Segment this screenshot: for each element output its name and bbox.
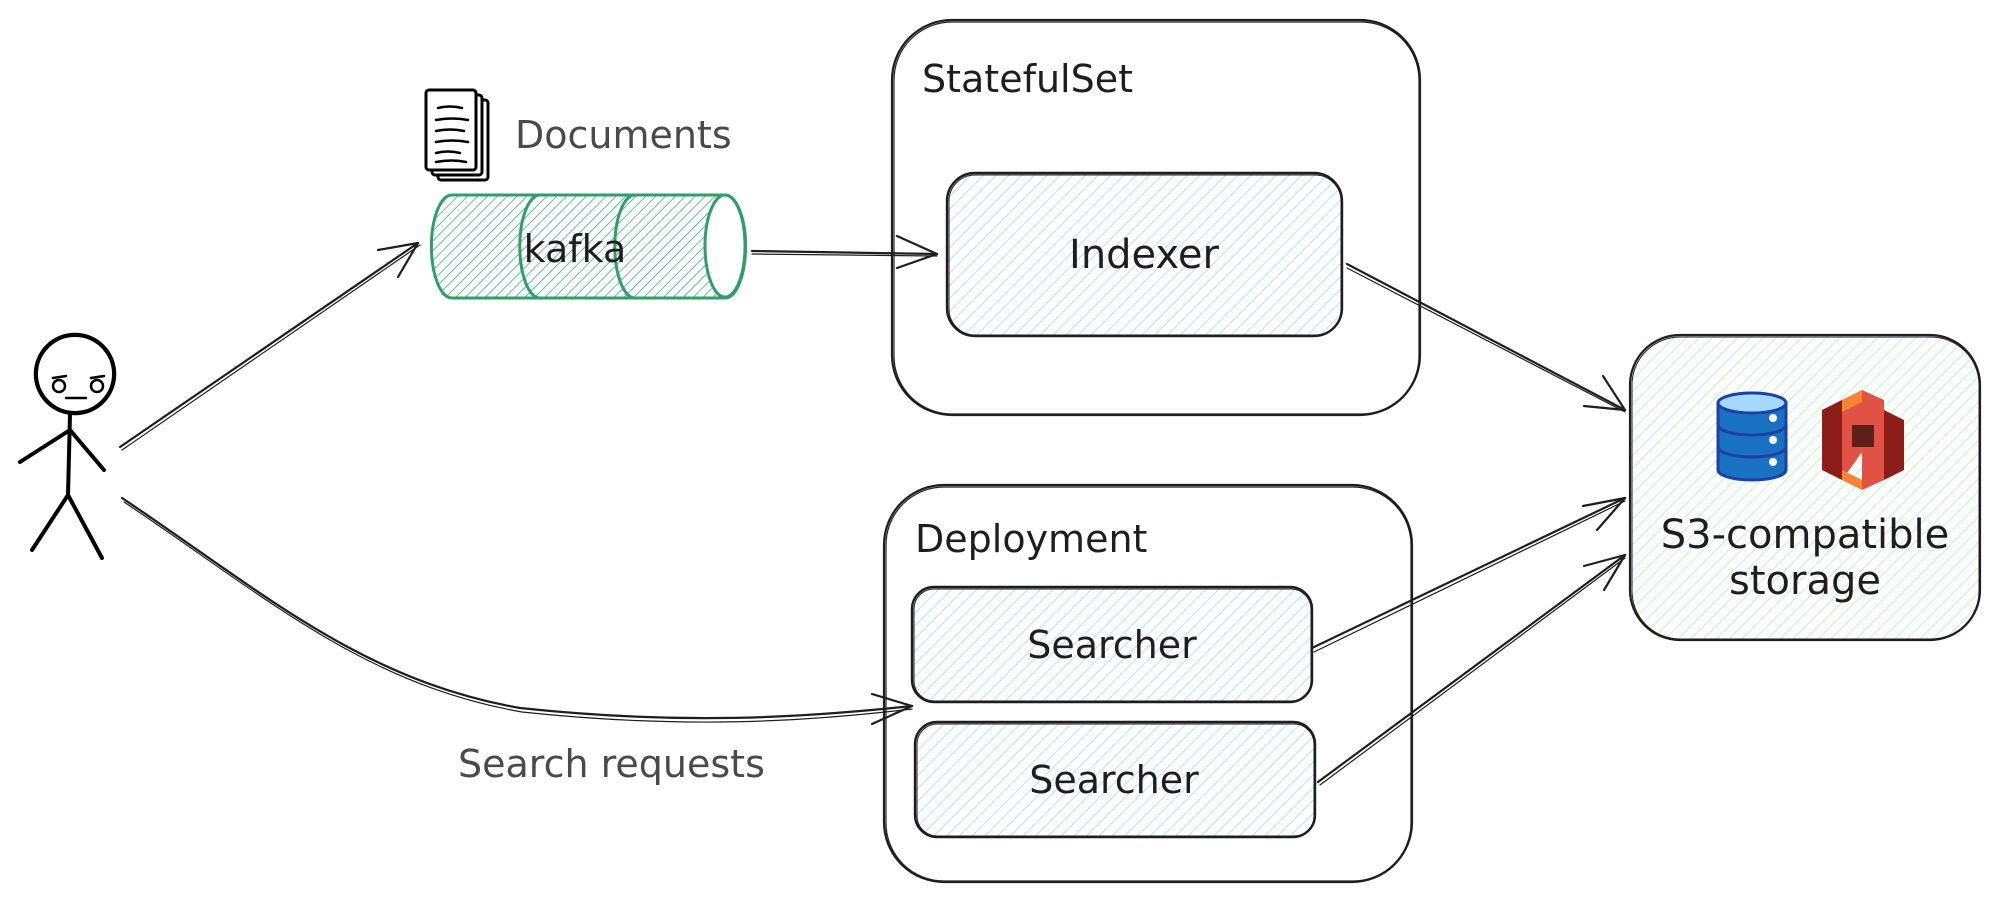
arrow-user-to-searcher [120, 496, 914, 726]
documents-label: Documents [515, 113, 732, 157]
deployment-container [882, 483, 1414, 884]
arrow-searcher2-to-storage [1316, 553, 1627, 786]
user-stick-figure-icon [18, 332, 117, 560]
search-requests-label: Search requests [458, 742, 765, 786]
searcher-label-1: Searcher [1027, 623, 1197, 667]
storage-label-line2: storage [1729, 558, 1881, 604]
kafka-label: kafka [524, 227, 627, 271]
storage-label-line1: S3-compatible [1661, 512, 1950, 558]
searcher-box-2 [913, 720, 1317, 839]
indexer-label: Indexer [1069, 232, 1219, 278]
indexer-box [945, 171, 1344, 338]
arrow-user-to-kafka [118, 241, 421, 451]
statefulset-container [890, 18, 1422, 417]
documents-icon [424, 88, 490, 182]
arrow-searcher1-to-storage [1310, 496, 1627, 653]
deployment-title: Deployment [915, 517, 1147, 561]
arrow-indexer-to-storage [1345, 262, 1627, 413]
database-icon [1716, 391, 1788, 482]
kafka-queue [429, 193, 748, 300]
statefulset-title: StatefulSet [922, 57, 1133, 101]
searcher-box-1 [910, 585, 1314, 704]
arrow-kafka-to-indexer [750, 234, 939, 270]
searcher-label-2: Searcher [1029, 758, 1199, 802]
aws-s3-icon [1822, 390, 1904, 490]
